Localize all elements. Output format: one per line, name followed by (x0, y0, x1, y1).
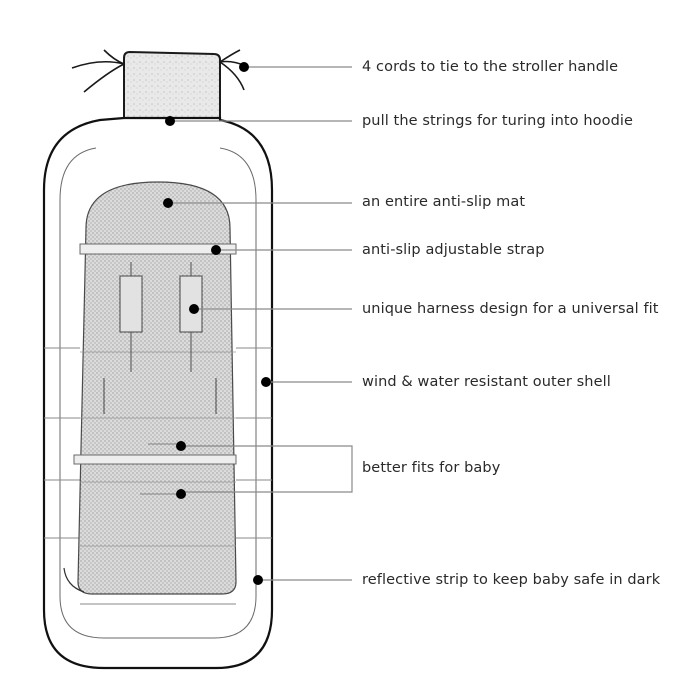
callout-label-shell: wind & water resistant outer shell (362, 374, 611, 390)
callout-dot-reflective (253, 575, 263, 585)
callout-dot-fits-upper (176, 441, 186, 451)
mat-stitching (80, 351, 236, 547)
reflective-strip (63, 567, 85, 593)
inner-shell-outline (59, 147, 257, 639)
quilt-lines (44, 347, 272, 605)
callout-dot-fits-lower (176, 489, 186, 499)
callout-dot-shell (261, 377, 271, 387)
callout-dot-harness (189, 304, 199, 314)
callout-label-hoodie: pull the strings for turing into hoodie (362, 113, 634, 129)
callout-label-strap: anti-slip adjustable strap (362, 242, 545, 258)
callout-dot-hoodie (165, 116, 175, 126)
handle-loop (123, 50, 221, 119)
callout-dot-mat (163, 198, 173, 208)
leader-lines (168, 66, 353, 581)
harness (103, 262, 217, 414)
callout-label-fits: better fits for baby (362, 460, 501, 476)
callout-dots (163, 62, 271, 585)
lower-straps (73, 443, 237, 495)
cords (71, 49, 247, 93)
callout-label-harness: unique harness design for a universal fi… (362, 301, 659, 317)
callout-dot-strap (211, 245, 221, 255)
adjustable-strap (79, 243, 237, 255)
callout-label-mat: an entire anti-slip mat (362, 194, 526, 210)
callout-dot-cords (239, 62, 249, 72)
callout-label-cords: 4 cords to tie to the stroller handle (362, 59, 619, 75)
callout-label-reflective: reflective strip to keep baby safe in da… (362, 572, 661, 588)
